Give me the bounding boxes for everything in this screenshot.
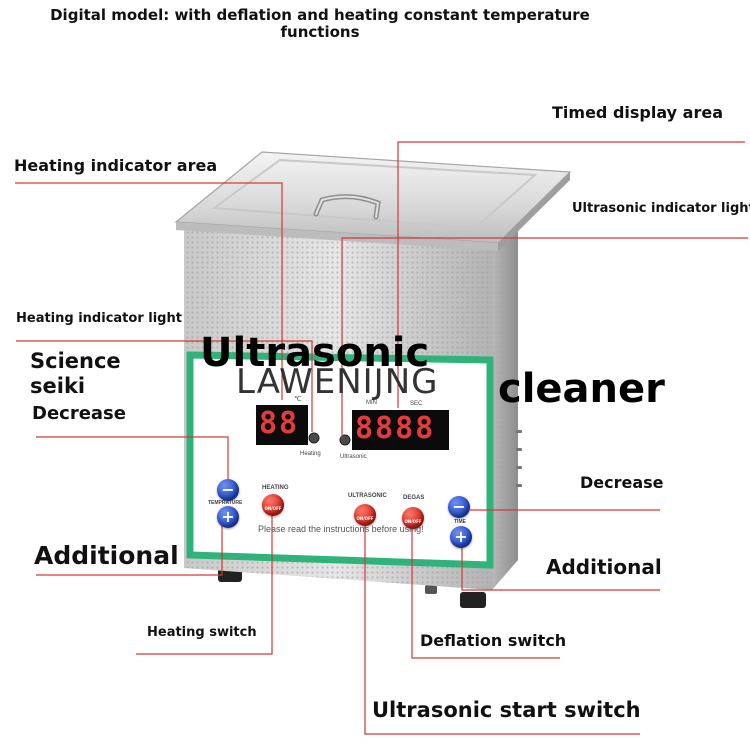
leader-deflation-switch xyxy=(411,520,560,659)
callout-ultrasonic-indicator-light: Ultrasonic indicator light xyxy=(572,201,750,216)
leader-ultrasonic-start xyxy=(364,520,640,735)
leader-heating-area xyxy=(15,182,283,400)
callout-additional-right: Additional xyxy=(546,555,662,579)
page-header: Digital model: with deflation and heatin… xyxy=(0,7,640,41)
heating-label: HEATING xyxy=(262,485,289,491)
leader-timed-display xyxy=(397,141,745,408)
heating-switch-button[interactable]: ON/OFF xyxy=(262,494,284,516)
ultrasonic-start-button[interactable]: ON/OFF xyxy=(354,504,376,526)
sec-label: SEC xyxy=(410,401,423,407)
temp-unit-label: ℃ xyxy=(294,396,302,403)
leader-decrease-left xyxy=(36,436,229,490)
temperature-increase-button[interactable]: + xyxy=(217,506,239,528)
time-digits: 8888 xyxy=(355,411,436,446)
degas-switch-button[interactable]: ON/OFF xyxy=(402,507,424,529)
time-label: TIME xyxy=(454,519,466,525)
callout-deflation-switch: Deflation switch xyxy=(420,631,567,650)
temperature-digits: 88 xyxy=(259,406,300,441)
callout-heating-switch: Heating switch xyxy=(147,625,257,640)
callout-ultrasonic-start-switch: Ultrasonic start switch xyxy=(372,698,641,722)
time-increase-button[interactable]: + xyxy=(450,526,472,548)
temperature-display xyxy=(256,405,308,445)
min-label: MIN xyxy=(366,400,377,406)
callout-heating-indicator-light: Heating indicator light xyxy=(16,311,182,326)
ultrasonic-label: ULTRASONIC xyxy=(348,493,387,499)
callout-decrease-right: Decrease xyxy=(580,473,664,492)
foot-back xyxy=(425,585,437,594)
callout-decrease-left: Decrease xyxy=(32,403,126,424)
title-overlay-word-1: Ultrasonic xyxy=(200,330,430,376)
temperature-decrease-button[interactable]: − xyxy=(217,479,239,501)
brand-overlay: LAWENIJNG xyxy=(236,362,439,402)
leader-additional-right xyxy=(461,543,660,591)
time-display xyxy=(352,410,449,450)
ultrasonic-small-label: Ultrasonic xyxy=(340,454,367,460)
callout-heating-indicator-area: Heating indicator area xyxy=(14,156,218,175)
heating-onoff-label: ON/OFF xyxy=(264,506,282,511)
heating-small-label: Heating xyxy=(300,451,321,457)
degas-onoff-label: ON/OFF xyxy=(404,519,422,524)
degas-label: DEGAS xyxy=(403,495,425,501)
header-line-2: functions xyxy=(280,23,360,41)
temperature-label: TEMPRATURE xyxy=(208,500,243,506)
heating-indicator-light xyxy=(308,432,320,444)
callout-science-line-2: seiki xyxy=(30,374,86,398)
leader-ultrasonic-light xyxy=(341,237,748,438)
leader-heating-switch xyxy=(136,515,273,655)
instructions-notice: Please read the instructions before usin… xyxy=(258,524,424,534)
callout-additional-left: Additional xyxy=(34,541,179,570)
time-decrease-button[interactable]: − xyxy=(448,496,470,518)
callout-timed-display-area: Timed display area xyxy=(552,103,723,122)
leader-additional-left xyxy=(36,517,223,576)
ultrasonic-onoff-label: ON/OFF xyxy=(356,516,374,521)
header-line-1: Digital model: with deflation and heatin… xyxy=(50,6,590,24)
foot-right xyxy=(460,592,486,608)
title-overlay-word-2: cleaner xyxy=(498,366,665,412)
leader-heating-light xyxy=(16,340,313,432)
callout-science-line-1: Science xyxy=(30,349,121,373)
